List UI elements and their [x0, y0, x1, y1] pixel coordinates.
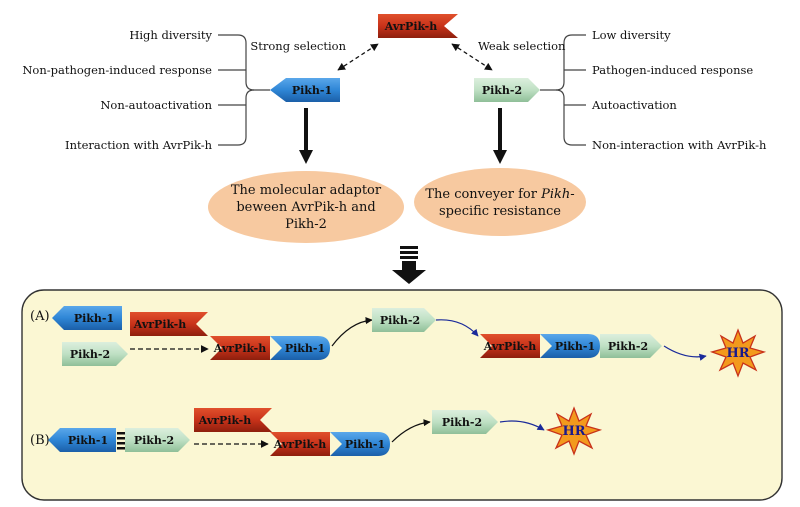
- a-pikh1: Pikh-1: [52, 306, 122, 330]
- svg-text:The molecular adaptor: The molecular adaptor: [231, 183, 382, 198]
- strong-selection-label: Strong selection: [250, 39, 346, 53]
- down-arrows: [299, 108, 507, 164]
- svg-text:HR: HR: [726, 346, 749, 361]
- panel-label-a: (A): [30, 309, 50, 324]
- a-complex-2: AvrPik-h Pikh-1 Pikh-2: [480, 334, 662, 358]
- a-avrpik-flag: AvrPik-h: [130, 312, 208, 336]
- main-down-arrow: [392, 246, 426, 284]
- b-complex: AvrPik-h Pikh-1: [270, 432, 390, 456]
- b-curve-arrow-2: [499, 420, 545, 431]
- svg-text:AvrPik-h: AvrPik-h: [384, 20, 437, 33]
- svg-text:AvrPik-h: AvrPik-h: [483, 340, 536, 353]
- left-trait-bracket: [218, 34, 270, 146]
- right-trait-4: Non-interaction with AvrPik-h: [592, 138, 767, 152]
- svg-text:HR: HR: [562, 424, 585, 439]
- b-curve-arrow-1: [391, 419, 431, 443]
- svg-text:Pikh-1: Pikh-1: [285, 342, 325, 355]
- b-avrpik-flag: AvrPik-h: [194, 408, 272, 432]
- a-complex-1: AvrPik-h Pikh-1: [210, 336, 330, 360]
- top-avrpik-flag: AvrPik-h: [378, 14, 458, 38]
- b-pikh1-pikh2: Pikh-1 Pikh-2: [48, 428, 190, 452]
- svg-text:beween AvrPik-h and: beween AvrPik-h and: [236, 200, 375, 215]
- svg-text:AvrPik-h: AvrPik-h: [213, 342, 266, 355]
- a-pikh2-mid: Pikh-2: [372, 308, 436, 332]
- svg-text:Pikh-2: Pikh-2: [442, 416, 482, 429]
- svg-text:AvrPik-h: AvrPik-h: [133, 318, 186, 331]
- top-pikh1-shape: Pikh-1: [270, 78, 340, 102]
- b-hr-burst: HR: [545, 406, 603, 456]
- left-trait-4: Interaction with AvrPik-h: [65, 138, 213, 152]
- svg-text:Pikh-2: Pikh-2: [482, 84, 522, 97]
- weak-selection-label: Weak selection: [478, 39, 566, 53]
- left-trait-2: Non-pathogen-induced response: [22, 63, 212, 77]
- left-trait-3: Non-autoactivation: [100, 98, 212, 112]
- right-trait-1: Low diversity: [592, 28, 671, 42]
- svg-text:Pikh-1: Pikh-1: [74, 312, 114, 325]
- a-curve-arrow-1: [331, 317, 373, 347]
- a-pikh2: Pikh-2: [62, 342, 128, 366]
- right-trait-2: Pathogen-induced response: [592, 63, 753, 77]
- a-curve-arrow-3: [663, 345, 707, 361]
- svg-text:Pikh-1: Pikh-1: [68, 434, 108, 447]
- strong-selection-arrow: [337, 43, 379, 71]
- svg-text:Pikh-2: Pikh-2: [608, 340, 648, 353]
- left-trait-1: High diversity: [129, 28, 212, 42]
- svg-text:Pikh-2: Pikh-2: [380, 314, 420, 327]
- weak-selection-arrow: [451, 43, 493, 71]
- svg-text:specific resistance: specific resistance: [439, 204, 561, 219]
- svg-text:Pikh-1: Pikh-1: [555, 340, 595, 353]
- svg-text:AvrPik-h: AvrPik-h: [273, 438, 326, 451]
- svg-text:Pikh-1: Pikh-1: [345, 438, 385, 451]
- svg-text:The conveyer for Pikh-: The conveyer for Pikh-: [425, 187, 574, 202]
- top-pikh2-shape: Pikh-2: [474, 78, 540, 102]
- right-role-oval: The conveyer for Pikh- specific resistan…: [414, 168, 586, 236]
- svg-text:Pikh-2: Pikh-2: [285, 217, 327, 232]
- right-trait-3: Autoactivation: [591, 98, 677, 112]
- a-hr-burst: HR: [709, 328, 767, 378]
- panel-label-b: (B): [30, 433, 50, 448]
- left-role-oval: The molecular adaptor beween AvrPik-h an…: [208, 171, 404, 243]
- a-curve-arrow-2: [435, 319, 479, 337]
- svg-text:AvrPik-h: AvrPik-h: [198, 414, 251, 427]
- svg-text:Pikh-2: Pikh-2: [134, 434, 174, 447]
- b-pikh2: Pikh-2: [432, 410, 498, 434]
- svg-text:Pikh-2: Pikh-2: [70, 348, 110, 361]
- right-trait-bracket: [540, 34, 586, 146]
- svg-text:Pikh-1: Pikh-1: [292, 84, 332, 97]
